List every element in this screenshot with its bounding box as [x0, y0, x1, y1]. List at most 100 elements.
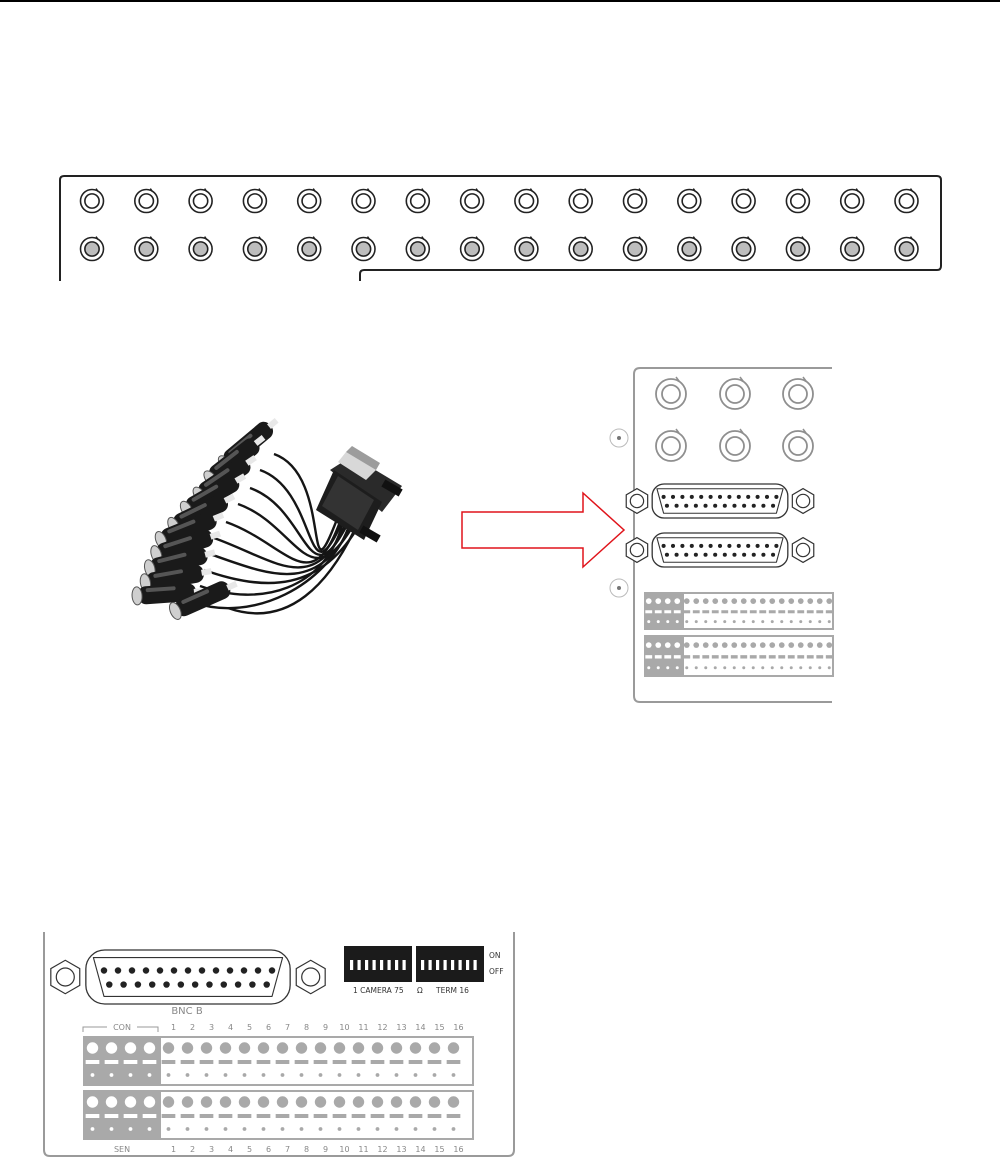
con-label: CON	[113, 1023, 131, 1032]
bnc-connector-icon	[894, 188, 919, 214]
cable-dsub-connector	[316, 446, 403, 543]
terminal-number-bottom: 2	[190, 1145, 195, 1154]
terminal-number-bottom: 14	[415, 1145, 425, 1154]
bnc-connector-icon	[405, 188, 431, 214]
terminal-number-bottom: 3	[209, 1145, 214, 1154]
cable-wires	[191, 452, 362, 615]
terminal-number-top: 4	[228, 1023, 233, 1032]
bnc-connector-icon	[731, 188, 756, 214]
bnc-connector-icon	[514, 236, 539, 262]
terminal-number-top: 8	[304, 1023, 309, 1032]
dsub-connector-icon	[625, 532, 815, 568]
terminal-number-bottom: 15	[434, 1145, 444, 1154]
terminal-number-bottom: 6	[266, 1145, 271, 1154]
rear-panel	[609, 367, 834, 703]
bnc-row-bottom	[79, 236, 919, 262]
terminal-number-top: 12	[377, 1023, 387, 1032]
bnc-connector-icon	[894, 236, 919, 262]
bnc-connector-icon	[731, 236, 756, 262]
io-terminal-blocks	[83, 1036, 474, 1140]
top-rule	[0, 0, 1000, 2]
bnc-connector-icon	[622, 188, 648, 214]
bnc-connector-icon	[134, 188, 159, 214]
bnc-connector-icon	[568, 236, 594, 262]
bnc-panel-outline	[59, 175, 942, 281]
terminal-number-bottom: 9	[323, 1145, 328, 1154]
breakout-cable-illustration	[131, 417, 403, 620]
terminal-block	[83, 1090, 474, 1140]
screw-icon	[609, 578, 629, 598]
bnc-connector-icon	[405, 236, 431, 262]
rear-panel-outline	[633, 367, 832, 703]
terminal-number-bottom: 4	[228, 1145, 233, 1154]
terminal-number-bottom: 5	[247, 1145, 252, 1154]
dip-label-camera: 1 CAMERA 75	[353, 986, 404, 995]
bnc-connector-icon	[459, 188, 485, 214]
bnc-connector-icon	[785, 236, 811, 262]
terminal-number-bottom: 10	[339, 1145, 349, 1154]
bnc-connector-icon	[655, 376, 687, 410]
io-panel-outline	[43, 932, 515, 1157]
bnc-connector-icon	[676, 236, 702, 262]
terminal-block	[83, 1036, 474, 1086]
on-label: ON	[489, 951, 501, 960]
bnc-connector-icon	[188, 236, 213, 262]
terminal-number-top: 6	[266, 1023, 271, 1032]
terminal-number-top: 10	[339, 1023, 349, 1032]
cable-bnc-plugs	[131, 417, 279, 620]
bnc-connector-icon	[676, 188, 702, 214]
dip-switch-block	[344, 946, 484, 982]
cable-plug	[154, 512, 225, 550]
sen-label: SEN	[114, 1145, 130, 1154]
off-label: OFF	[489, 967, 504, 976]
bnc-connector-icon	[351, 188, 376, 214]
bnc-connector-icon	[514, 188, 539, 214]
terminal-number-bottom: 11	[358, 1145, 368, 1154]
dsub-connector-icon	[625, 483, 815, 519]
bnc-connector-icon	[839, 236, 865, 262]
dsub-label: BNC B	[171, 1006, 203, 1017]
rear-panel-terminal-blocks	[644, 592, 834, 677]
bnc-panel	[59, 175, 942, 281]
terminal-number-top: 9	[323, 1023, 328, 1032]
terminal-number-top: 13	[396, 1023, 406, 1032]
terminal-number-top: 11	[358, 1023, 368, 1032]
bnc-connector-icon	[79, 236, 105, 262]
bnc-connector-icon	[839, 188, 865, 214]
bnc-connector-icon	[296, 188, 322, 214]
bnc-connector-icon	[188, 188, 213, 214]
terminal-number-top: 2	[190, 1023, 195, 1032]
cable-plug	[168, 580, 238, 620]
terminal-number-bottom: 16	[453, 1145, 463, 1154]
terminal-number-bottom: 7	[285, 1145, 290, 1154]
bnc-connector-icon	[459, 236, 485, 262]
bnc-connector-icon	[719, 376, 751, 410]
bnc-connector-icon	[296, 236, 322, 262]
bnc-row-top	[79, 188, 919, 214]
dip-label-term: TERM 16	[435, 986, 469, 995]
terminal-number-top: 5	[247, 1023, 252, 1032]
dip-switch-levers	[350, 960, 477, 970]
terminal-block	[644, 635, 834, 677]
terminal-number-top: 1	[171, 1023, 176, 1032]
bnc-connector-icon	[782, 376, 814, 410]
terminal-block	[644, 592, 834, 630]
terminal-number-top: 7	[285, 1023, 290, 1032]
bnc-connector-icon	[134, 236, 159, 262]
bnc-connector-icon	[785, 188, 811, 214]
bnc-connector-icon	[351, 236, 376, 262]
bnc-connector-icon	[242, 236, 268, 262]
terminal-number-top: 16	[453, 1023, 463, 1032]
bnc-connector-icon	[622, 236, 648, 262]
ohm-symbol: Ω	[417, 986, 423, 995]
terminal-number-bottom: 8	[304, 1145, 309, 1154]
dsub-connector-icon	[50, 949, 326, 1005]
connection-arrow	[461, 491, 626, 569]
io-panel-dsub-connector	[50, 949, 326, 1005]
io-panel: BNC B ON OFF 1 CAMERA 75 Ω TERM 16 CON 1…	[43, 932, 515, 1157]
bnc-connector-icon	[719, 428, 751, 462]
terminal-number-top: 14	[415, 1023, 425, 1032]
